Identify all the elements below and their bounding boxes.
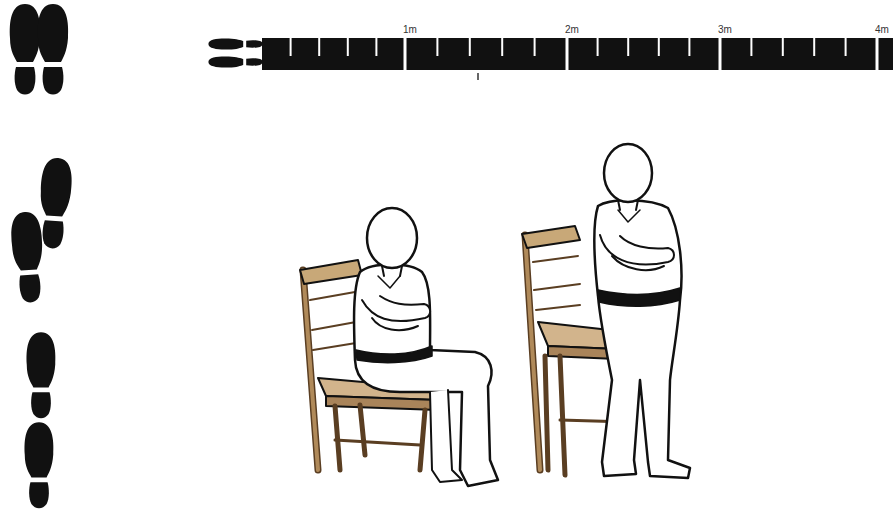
tape-minor-tick <box>375 38 377 56</box>
distance-label: 3m <box>718 24 732 36</box>
tape-minor-tick <box>597 38 599 56</box>
tape-minor-tick <box>290 38 292 56</box>
footprints-together <box>10 4 68 95</box>
distance-label: 1m <box>403 24 417 36</box>
tape-minor-tick <box>750 38 752 56</box>
tape-minor-tick <box>534 38 536 56</box>
tape-minor-tick <box>347 38 349 56</box>
tape-minor-tick <box>845 38 847 56</box>
tape-tick <box>477 73 479 80</box>
tape-meter-mark <box>404 38 407 70</box>
seated-figure <box>300 208 498 486</box>
tape-minor-tick <box>813 38 815 56</box>
tape-feet-icon <box>208 39 262 68</box>
distance-label: 4m <box>875 24 889 36</box>
tape-minor-tick <box>658 38 660 56</box>
tape-meter-mark <box>719 38 722 70</box>
tape-minor-tick <box>469 38 471 56</box>
measuring-tape <box>262 38 893 70</box>
tape-minor-tick <box>501 38 503 56</box>
distance-label: 2m <box>565 24 579 36</box>
tape-meter-mark <box>876 38 879 70</box>
tape-minor-tick <box>688 38 690 56</box>
footprints-semi-tandem <box>10 157 74 303</box>
tape-minor-tick <box>627 38 629 56</box>
footprints-tandem <box>25 332 56 508</box>
tape-meter-mark <box>566 38 569 70</box>
tape-minor-tick <box>318 38 320 56</box>
tape-minor-tick <box>782 38 784 56</box>
tape-bar <box>262 38 893 70</box>
tape-minor-tick <box>436 38 438 56</box>
standing-figure <box>522 144 690 478</box>
